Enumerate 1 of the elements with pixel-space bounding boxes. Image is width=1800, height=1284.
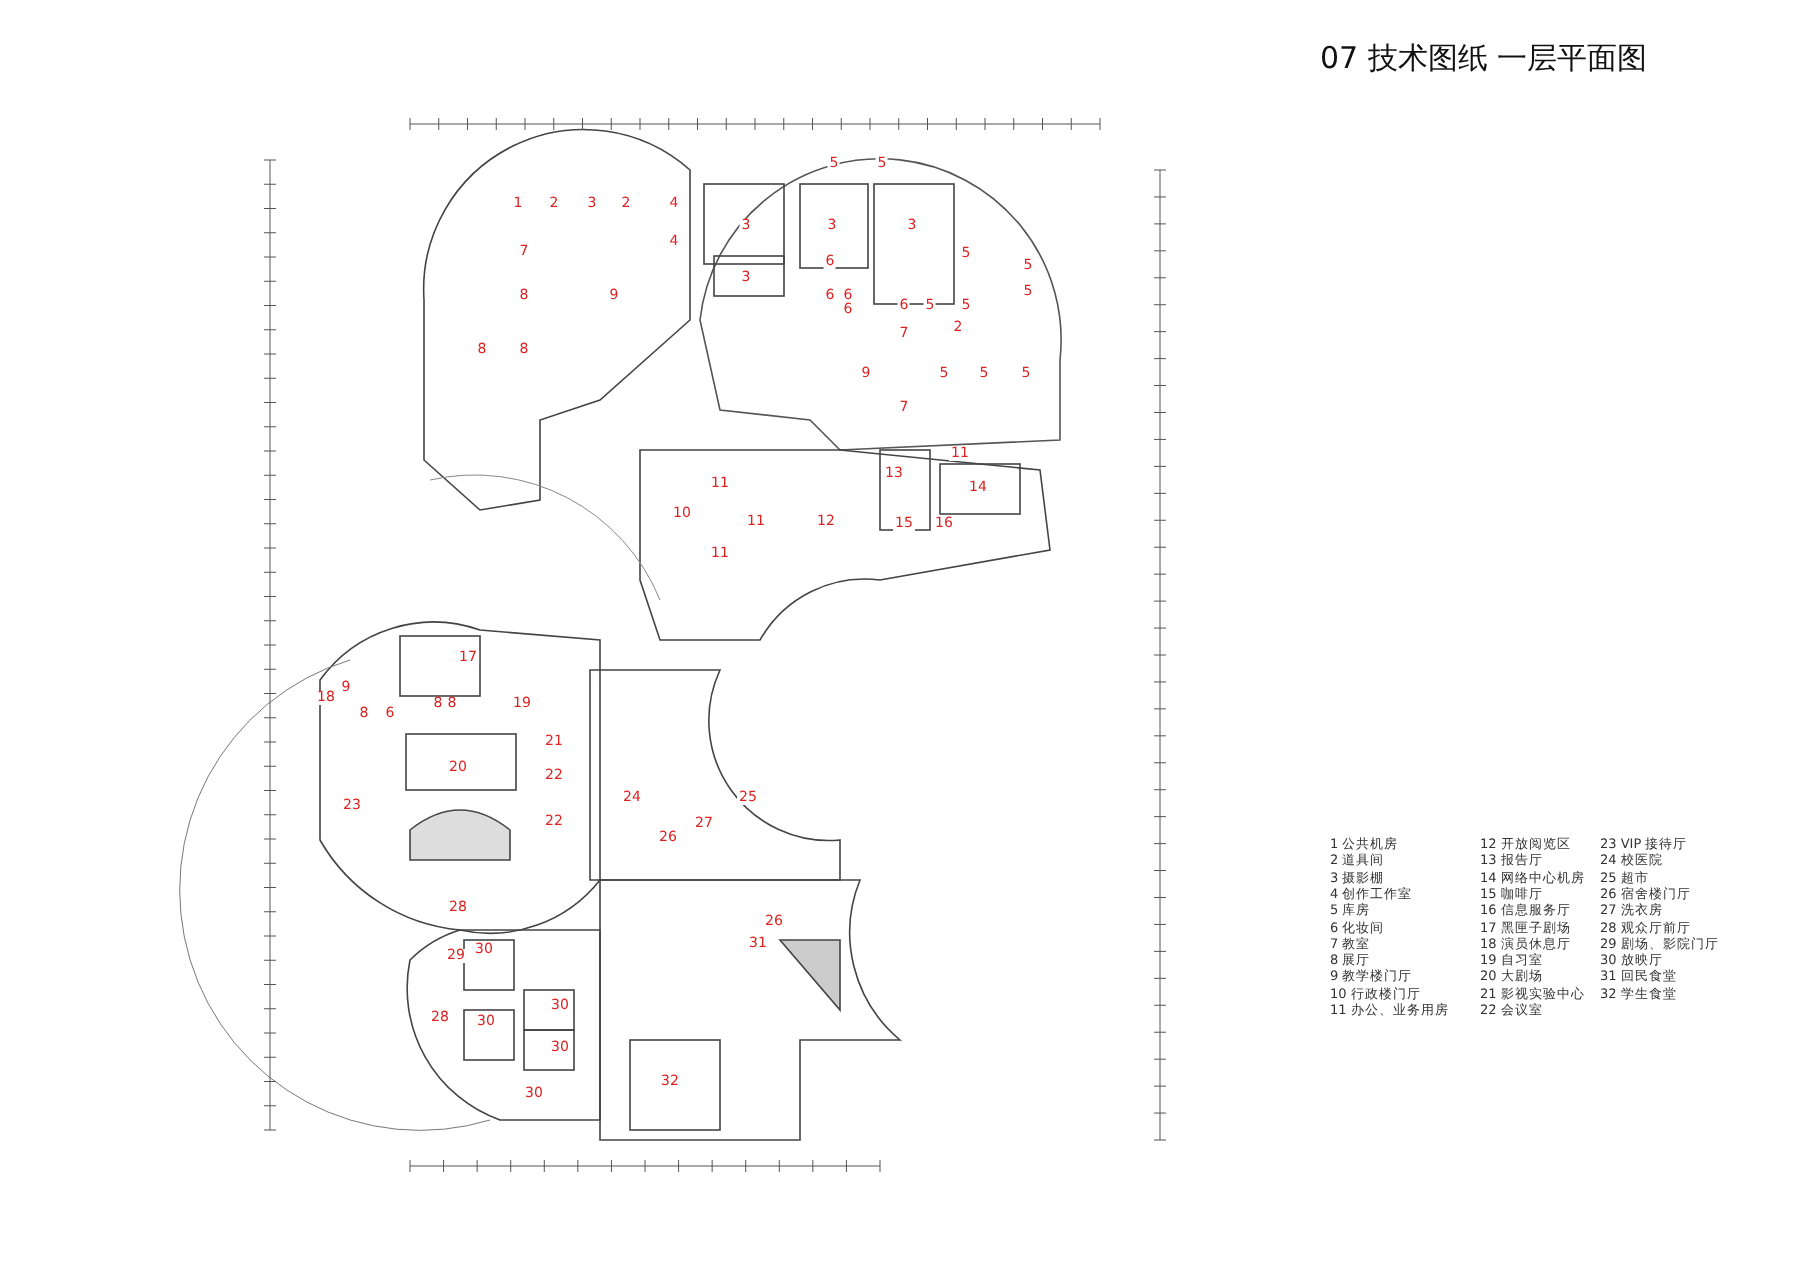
page-title: 07 技术图纸 一层平面图 [1320,44,1648,74]
